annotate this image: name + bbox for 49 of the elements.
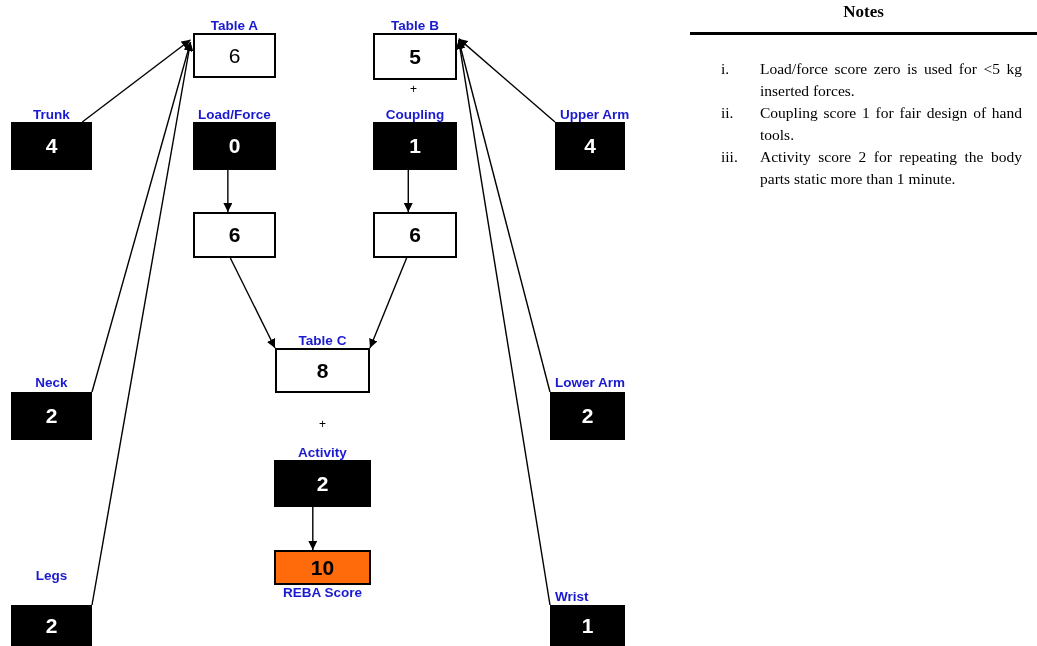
arrow (403, 169, 413, 213)
score-value: 2 (581, 404, 594, 428)
score-value: 6 (409, 223, 421, 247)
arrow (91, 41, 194, 606)
arrow (308, 506, 318, 551)
score-value: 4 (45, 134, 58, 158)
score-value: 10 (310, 555, 335, 580)
score-box (373, 212, 457, 258)
arrow (91, 41, 193, 393)
score-heading: Legs (35, 568, 68, 583)
score-value: 2 (45, 404, 58, 428)
note-number: i. (721, 59, 730, 79)
score-value: 2 (45, 613, 58, 638)
arrow (458, 37, 556, 123)
score-value: 6 (228, 43, 241, 68)
note-text: Coupling score 1 for fair design of hand tools. (760, 103, 1022, 145)
score-value: 1 (581, 613, 594, 638)
arrow (81, 39, 192, 123)
score-box (193, 212, 276, 258)
note-number: ii. (721, 103, 734, 123)
arrow (369, 257, 408, 349)
score-heading: Table B (391, 18, 439, 33)
note-text: Activity score 2 for repeating the body parts static more than 1 minute. (760, 147, 1022, 189)
score-heading: Trunk (33, 107, 70, 122)
plus-sign: + (319, 417, 326, 431)
score-heading: Load/Force (198, 107, 271, 122)
score-heading: Upper Arm (560, 107, 630, 122)
arrow (456, 39, 551, 393)
score-heading: Lower Arm (555, 375, 625, 390)
score-value: 8 (316, 358, 329, 383)
score-heading: Table A (210, 18, 259, 33)
score-heading: Wrist (555, 589, 589, 604)
note-number: iii. (721, 147, 738, 167)
score-value: 4 (584, 134, 596, 158)
plus-sign: + (410, 82, 417, 96)
score-heading: Activity (298, 445, 347, 460)
notes-heading: Notes (842, 1, 885, 23)
score-heading: Table C (298, 333, 347, 348)
score-heading: Coupling (385, 107, 445, 122)
note-text: Load/force score zero is used for <5 kg inserted forces. (760, 59, 1022, 101)
score-value: 2 (316, 471, 329, 496)
score-value: 1 (409, 134, 421, 158)
score-value: 5 (409, 44, 421, 69)
arrow (229, 257, 276, 349)
score-value: 0 (228, 134, 241, 158)
score-value: 6 (228, 223, 241, 247)
score-heading: Neck (35, 375, 68, 390)
arrow (223, 169, 233, 213)
score-heading: REBA Score (283, 585, 362, 600)
